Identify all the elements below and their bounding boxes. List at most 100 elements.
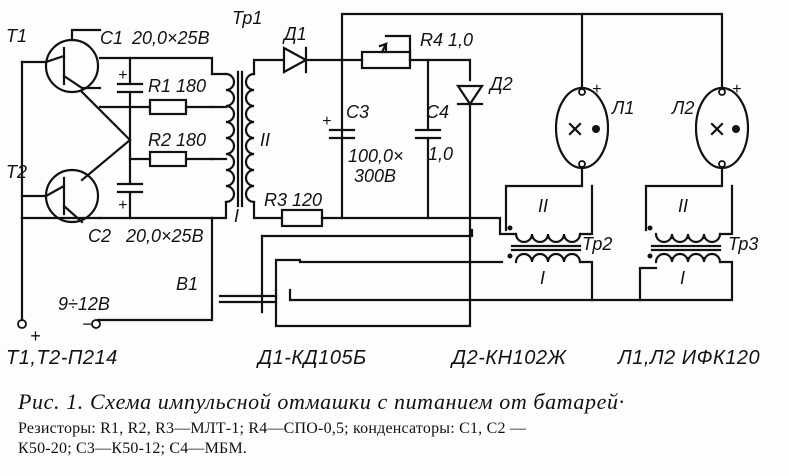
r3-out bbox=[320, 216, 518, 236]
label-r4: R4 1,0 bbox=[420, 30, 473, 50]
label-r2: R2 180 bbox=[148, 130, 206, 150]
figure-caption: Рис. 1. Схема импульсной отмашки с питан… bbox=[18, 389, 625, 414]
label-supply: 9÷12В bbox=[58, 294, 110, 314]
tr1-primary-winding bbox=[224, 72, 236, 204]
tr2-dot-2 bbox=[507, 253, 513, 259]
label-lamp-types: Л1,Л2 ИФК120 bbox=[616, 347, 760, 369]
label-c3-value-1: 100,0× bbox=[348, 146, 404, 166]
label-tp1: Тр1 bbox=[232, 8, 262, 28]
lamp-l1-symbol bbox=[554, 86, 610, 170]
label-winding-1: I bbox=[234, 206, 239, 226]
label-d2: Д2 bbox=[488, 74, 513, 94]
t1-collector bbox=[62, 74, 102, 90]
resistor-r2-symbol bbox=[148, 150, 188, 168]
t1-top bbox=[70, 28, 102, 42]
tr1-primary-leads bbox=[210, 72, 228, 220]
tr3-core bbox=[650, 244, 722, 252]
t2-collector bbox=[62, 204, 84, 224]
c2-plus: + bbox=[118, 197, 127, 214]
l2-plus: + bbox=[732, 81, 741, 98]
switch-b1 bbox=[17, 216, 658, 329]
l1-to-tr2 bbox=[504, 166, 584, 232]
l2-electrode bbox=[732, 125, 740, 133]
l1-top-pin bbox=[578, 88, 586, 96]
t1-emitter bbox=[44, 54, 66, 64]
switch-to-tr1 bbox=[260, 228, 474, 238]
label-c2: C2 bbox=[88, 226, 111, 246]
components-note-line-1: Резисторы: R1, R2, R3—МЛТ-1; R4—СПО-0,5;… bbox=[18, 420, 527, 437]
tr2-dot-1 bbox=[507, 225, 513, 231]
resistor-r1-symbol bbox=[148, 98, 188, 116]
label-transistor-types: Т1,Т2-П214 bbox=[6, 347, 118, 369]
l1-x-mark bbox=[568, 122, 582, 136]
tr3-dot-2 bbox=[647, 253, 653, 259]
switch-to-tr3 bbox=[288, 266, 658, 302]
tr1-secondary-leads bbox=[252, 58, 284, 220]
label-c1-value: 20,0×25В bbox=[131, 28, 210, 48]
c3-plus: + bbox=[322, 113, 331, 130]
label-tr3-secondary: II bbox=[678, 196, 688, 216]
lamp-l2: + bbox=[644, 81, 750, 232]
label-l2: Л2 bbox=[671, 98, 694, 118]
label-tr2-secondary: II bbox=[538, 196, 548, 216]
tr3-primary bbox=[654, 252, 722, 264]
top-rail bbox=[98, 56, 214, 76]
lamp-l2-symbol bbox=[694, 86, 750, 170]
tr3-secondary bbox=[654, 232, 722, 244]
cross-coupling bbox=[80, 90, 132, 182]
label-t2: T2 bbox=[6, 162, 27, 182]
supply-minus-terminal bbox=[91, 319, 101, 329]
label-c2-value: 20,0×25В bbox=[125, 226, 204, 246]
capacitor-c3-symbol bbox=[328, 128, 356, 140]
label-c4: C4 bbox=[426, 102, 449, 122]
diode-d2-symbol bbox=[455, 84, 485, 106]
lamp-supply-wire bbox=[340, 12, 724, 90]
circuit-schematic: + + + bbox=[6, 8, 760, 369]
l1-electrode bbox=[592, 125, 600, 133]
supply-wires bbox=[20, 216, 214, 322]
transformer-tr2 bbox=[507, 184, 594, 302]
tr3-leads bbox=[638, 184, 734, 302]
l2-top-pin bbox=[718, 88, 726, 96]
label-diode1-type: Д1-КД105Б bbox=[256, 347, 367, 369]
oscillator-section: + + bbox=[20, 28, 214, 224]
d2-out bbox=[274, 102, 472, 328]
capacitor-c4-symbol bbox=[414, 58, 442, 220]
label-tp3: Тр3 bbox=[728, 234, 758, 254]
r4-wiper bbox=[378, 34, 412, 62]
tr1-secondary-winding bbox=[244, 72, 256, 204]
label-diode2-type: Д2-КН102Ж bbox=[450, 347, 567, 369]
label-t1: T1 bbox=[6, 26, 27, 46]
label-c3: C3 bbox=[346, 102, 369, 122]
label-d1: Д1 bbox=[282, 24, 307, 44]
tr2-leads bbox=[578, 184, 594, 302]
rectifier-section: + bbox=[274, 12, 724, 328]
transformer-tr1 bbox=[210, 58, 284, 220]
transistor-t1-symbol bbox=[44, 38, 100, 94]
label-r1: R1 180 bbox=[148, 76, 206, 96]
label-supply-plus: + bbox=[30, 326, 41, 346]
label-tr2-primary: I bbox=[540, 268, 545, 288]
switch-b1-symbol bbox=[210, 216, 278, 314]
capacitor-c1-symbol bbox=[116, 56, 144, 142]
transformer-tr3 bbox=[638, 184, 734, 302]
l1-plus: + bbox=[592, 81, 601, 98]
supply-plus-terminal bbox=[17, 319, 27, 329]
tr3-dot-1 bbox=[647, 225, 653, 231]
label-c4-value: 1,0 bbox=[428, 144, 453, 164]
components-note-line-2: К50-20; С3—К50-12; С4—МБМ. bbox=[18, 440, 248, 457]
r4-out bbox=[408, 58, 472, 82]
l2-x-mark bbox=[710, 122, 724, 136]
capacitor-c2-symbol bbox=[116, 138, 144, 220]
resistor-r3-symbol bbox=[280, 208, 324, 228]
label-b1: В1 bbox=[176, 274, 198, 294]
l2-bottom-pin bbox=[718, 160, 726, 168]
resistor-r4-symbol bbox=[360, 50, 412, 70]
label-c3-value-2: 300В bbox=[354, 166, 396, 186]
lamp-l1: + bbox=[504, 81, 610, 232]
label-tr3-primary: I bbox=[680, 268, 685, 288]
l2-to-tr3 bbox=[644, 166, 724, 232]
label-winding-2: II bbox=[260, 130, 270, 150]
c1-plus: + bbox=[118, 67, 127, 84]
diode-d1-symbol bbox=[282, 46, 309, 74]
